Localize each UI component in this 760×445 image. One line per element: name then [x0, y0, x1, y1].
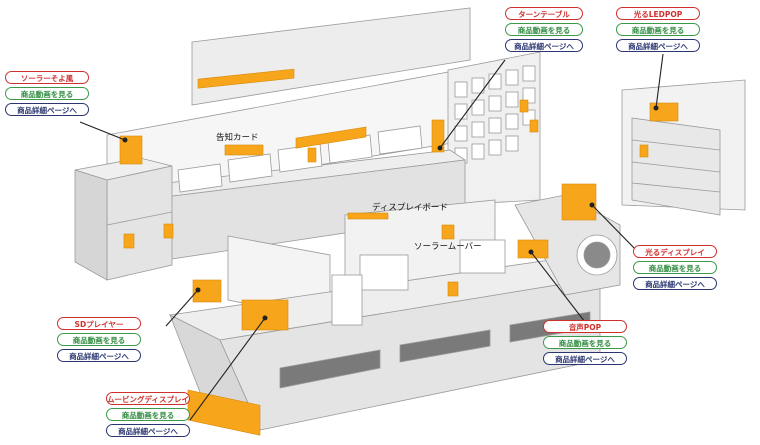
sound-pop-product	[517, 239, 549, 259]
solar-breeze-product	[119, 135, 143, 165]
display-board-label: ディスプレイボード	[372, 203, 448, 213]
watch-video-button[interactable]: 商品動画を見る	[633, 261, 717, 274]
callout-title: 光るディスプレイ	[633, 245, 717, 258]
display-board-strip	[347, 212, 389, 220]
detail-page-link[interactable]: 商品詳細ページへ	[57, 349, 141, 362]
top-banner-strip	[197, 68, 295, 89]
callout-shining-display: 光るディスプレイ 商品動画を見る 商品詳細ページへ	[633, 245, 717, 290]
led-pop-product	[649, 102, 679, 122]
watch-video-button[interactable]: 商品動画を見る	[616, 23, 700, 36]
callout-sd-player: SDプレイヤー 商品動画を見る 商品詳細ページへ	[57, 317, 141, 362]
callout-title: 音声POP	[543, 320, 627, 333]
watch-video-button[interactable]: 商品動画を見る	[505, 23, 583, 36]
detail-page-link[interactable]: 商品詳細ページへ	[633, 277, 717, 290]
detail-page-link[interactable]: 商品詳細ページへ	[543, 352, 627, 365]
callout-title: ターンテーブル	[505, 7, 583, 20]
callout-sound-pop: 音声POP 商品動画を見る 商品詳細ページへ	[543, 320, 627, 365]
callout-led-pop: 光るLEDPOP 商品動画を見る 商品詳細ページへ	[616, 7, 700, 52]
notice-card-product	[224, 144, 264, 156]
shelf-front	[631, 117, 721, 216]
callout-turntable: ターンテーブル 商品動画を見る 商品詳細ページへ	[505, 7, 583, 52]
shining-display-product	[561, 183, 597, 221]
callout-title: SDプレイヤー	[57, 317, 141, 330]
solar-mover-label: ソーラームーバー	[414, 242, 482, 252]
callout-moving-display: ムービングディスプレイ 商品動画を見る 商品詳細ページへ	[106, 392, 190, 437]
moving-display-product	[241, 299, 289, 331]
turntable-product	[431, 119, 445, 153]
callout-title: ソーラーそよ風	[5, 71, 89, 84]
watch-video-button[interactable]: 商品動画を見る	[57, 333, 141, 346]
sd-player-product	[192, 279, 222, 303]
watch-video-button[interactable]: 商品動画を見る	[106, 408, 190, 421]
fridge-side	[74, 169, 108, 281]
notice-card-label: 告知カード	[216, 133, 259, 143]
watch-video-button[interactable]: 商品動画を見る	[5, 87, 89, 100]
detail-page-link[interactable]: 商品詳細ページへ	[505, 39, 583, 52]
detail-page-link[interactable]: 商品詳細ページへ	[5, 103, 89, 116]
counter-front-sign	[187, 389, 261, 436]
callout-solar-breeze: ソーラーそよ風 商品動画を見る 商品詳細ページへ	[5, 71, 89, 116]
detail-page-link[interactable]: 商品詳細ページへ	[616, 39, 700, 52]
detail-page-link[interactable]: 商品詳細ページへ	[106, 424, 190, 437]
callout-title: ムービングディスプレイ	[106, 392, 190, 405]
watch-video-button[interactable]: 商品動画を見る	[543, 336, 627, 349]
callout-title: 光るLEDPOP	[616, 7, 700, 20]
